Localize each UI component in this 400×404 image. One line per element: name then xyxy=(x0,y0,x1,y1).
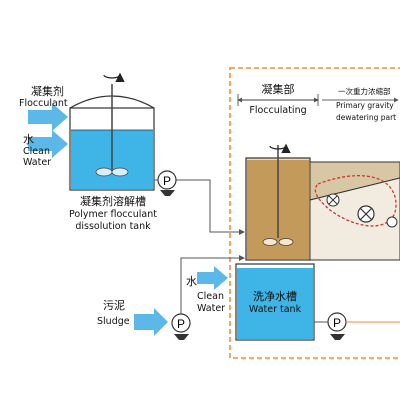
rotation-arrow-icon xyxy=(103,72,125,83)
water-inlet-arrow xyxy=(28,130,68,158)
sludge-label-zh: 污泥 xyxy=(103,299,125,312)
sludge-feed-line xyxy=(180,255,245,314)
svg-text:P: P xyxy=(333,316,341,330)
clean-water-arrow xyxy=(197,266,228,290)
flocculating-label-en: Flocculating xyxy=(249,105,307,116)
dissolution-tank-label-en-2: dissolution tank xyxy=(75,221,151,232)
primary-dewatering-chute xyxy=(309,161,400,261)
flocculating-span-arrow xyxy=(237,94,319,106)
pump-icon: P xyxy=(171,313,191,340)
equipment-frame xyxy=(229,67,400,359)
polymer-feed-line xyxy=(176,179,245,235)
flocculating-label-zh: 凝集部 xyxy=(261,83,295,96)
agitator-icon xyxy=(95,167,129,177)
sludge-label-en: Sludge xyxy=(97,316,130,327)
clean-label-en: Clean xyxy=(23,146,50,157)
roller-icon xyxy=(357,205,375,223)
clean2-label-en: Clean xyxy=(197,291,224,302)
svg-text:P: P xyxy=(163,174,171,188)
water-label-en: Water xyxy=(23,157,52,168)
dissolution-tank xyxy=(69,84,155,191)
flocculant-label-en: Flocculant xyxy=(19,98,68,109)
flocculating-vessel xyxy=(245,143,311,261)
water2-label-en: Water xyxy=(197,303,226,314)
roller-icon xyxy=(386,216,398,228)
water-label-zh: 水 xyxy=(23,133,34,146)
water2-label-zh: 水 xyxy=(186,275,197,288)
svg-text:P: P xyxy=(177,317,185,331)
water-tank-label-zh: 洗净水槽 xyxy=(253,290,297,303)
pump-icon: P xyxy=(327,312,347,340)
primary-label-en-2: dewatering part xyxy=(336,113,397,122)
roller-icon xyxy=(326,193,340,207)
flocculant-label-zh: 凝集剂 xyxy=(31,85,64,98)
flocculant-inlet-arrow xyxy=(28,103,68,131)
dissolution-tank-label-en-1: Polymer flocculant xyxy=(69,209,157,220)
gravity-belt xyxy=(314,175,397,227)
sludge-inlet-arrow xyxy=(134,308,168,336)
primary-label-zh: 一次重力浓缩部 xyxy=(338,87,391,96)
pump-icon: P xyxy=(157,170,177,196)
primary-label-en-1: Primary gravity xyxy=(336,101,394,110)
dissolution-tank-label-zh: 凝集剂溶解槽 xyxy=(80,195,146,208)
water-tank xyxy=(235,263,315,341)
water-tank-label-en: Water tank xyxy=(248,304,302,315)
